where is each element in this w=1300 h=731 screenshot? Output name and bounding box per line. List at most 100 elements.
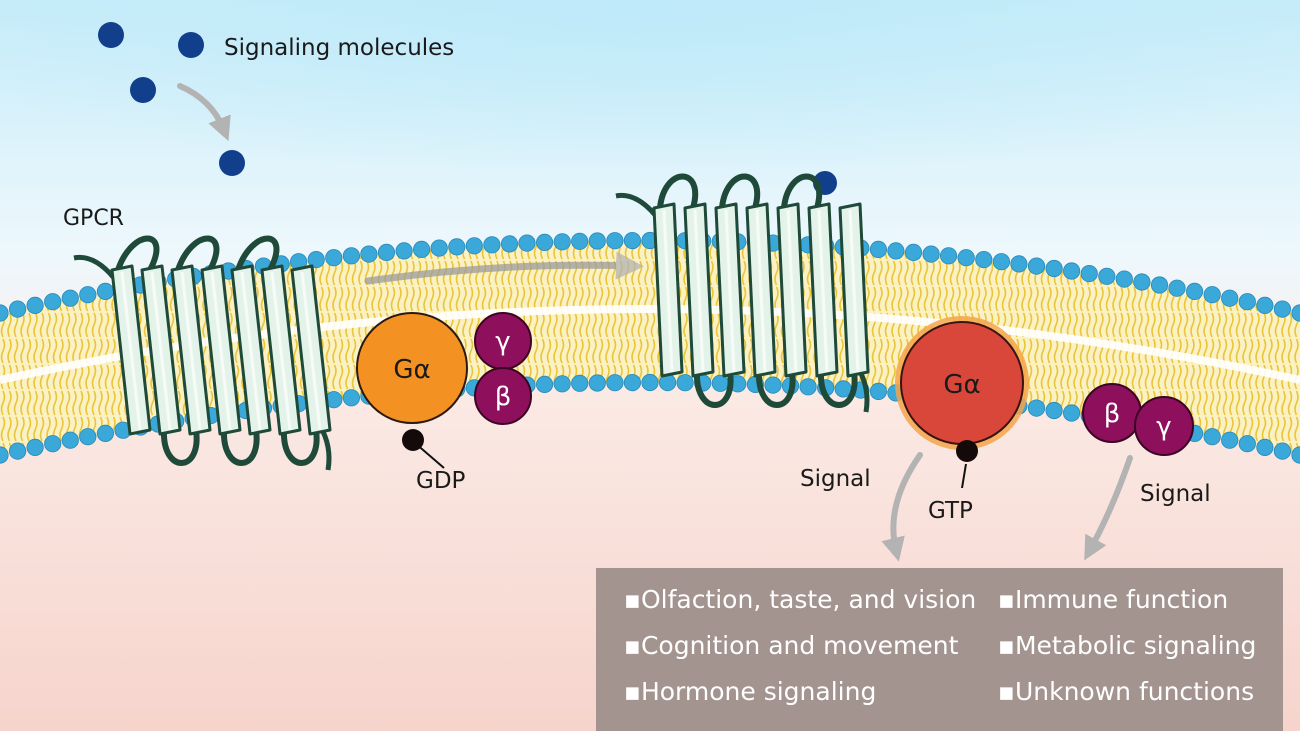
signal-label-alpha: Signal: [800, 466, 871, 492]
lipid-head: [342, 389, 360, 407]
lipid-head: [764, 376, 782, 394]
lipid-head: [26, 438, 44, 456]
gdp-molecule: [402, 429, 424, 451]
lipid-head: [1238, 293, 1256, 311]
lipid-head: [1203, 286, 1221, 304]
lipid-head: [430, 239, 448, 257]
lipid-head: [1221, 431, 1239, 449]
lipid-head: [571, 374, 589, 392]
signal-arrow-beta-gamma: [1084, 455, 1133, 561]
receptor-loop: [657, 173, 698, 209]
lipid-head: [676, 374, 694, 392]
lipid-head: [1080, 264, 1098, 283]
lipid-head: [641, 373, 659, 392]
lipid-head: [1027, 257, 1046, 275]
lipid-head: [61, 431, 79, 449]
lipid-head: [1273, 442, 1292, 460]
lipid-head: [1063, 404, 1081, 422]
lipid-head: [553, 375, 571, 393]
lipid-head: [623, 232, 642, 250]
lipid-head: [44, 293, 62, 311]
lipid-head: [342, 247, 360, 265]
lipid-head: [869, 240, 888, 258]
function-item: ▪Cognition and movement: [624, 631, 959, 660]
lipid-head: [44, 435, 62, 453]
gamma-free-label: γ: [1156, 412, 1171, 442]
lipid-head: [377, 243, 396, 261]
signaling-molecule: [219, 150, 245, 176]
lipid-head: [465, 237, 483, 255]
receptor-loop: [160, 429, 200, 466]
lipid-head: [535, 233, 554, 251]
function-item: ▪Unknown functions: [998, 677, 1254, 706]
receptor-loop: [719, 173, 760, 209]
lipid-head: [1027, 399, 1046, 417]
gpcr-receptor-inactive: [73, 235, 332, 471]
lipid-head: [939, 247, 958, 265]
function-item: ▪Immune function: [998, 585, 1228, 614]
lipid-head: [1291, 304, 1300, 322]
signaling-molecules-label: Signaling molecules: [224, 35, 454, 61]
lipid-head: [588, 232, 606, 250]
lipid-head: [1133, 273, 1151, 291]
lipid-head: [0, 446, 9, 464]
lipid-head: [448, 238, 466, 256]
lipid-head: [975, 251, 993, 269]
gdp-label: GDP: [416, 468, 466, 494]
lipid-head: [1150, 276, 1169, 294]
receptor-loop: [693, 371, 734, 408]
lipid-head: [96, 282, 115, 300]
receptor-loop: [175, 235, 220, 272]
receptor-loop: [817, 371, 858, 408]
lipid-head: [1063, 262, 1081, 280]
lipid-head: [535, 375, 554, 393]
receptor-loop: [781, 173, 822, 209]
lipid-head: [26, 296, 44, 314]
functions-panel: ▪Olfaction, taste, and vision ▪Cognition…: [596, 568, 1283, 731]
signaling-molecule: [130, 77, 156, 103]
lipid-head: [307, 251, 325, 269]
lipid-head: [395, 242, 413, 260]
lipid-head: [904, 243, 923, 261]
lipid-head: [606, 374, 624, 392]
lipid-head: [711, 374, 729, 392]
lipid-head: [606, 232, 624, 250]
lipid-head: [79, 286, 97, 304]
receptor-loop: [280, 429, 320, 466]
lipid-head: [96, 424, 115, 442]
gamma-label: γ: [495, 327, 510, 357]
g-protein-inactive: Gα γ β: [356, 312, 532, 469]
lipid-head: [79, 428, 97, 446]
lipid-head: [412, 240, 431, 258]
lipid-head: [1098, 267, 1116, 285]
function-item: ▪Olfaction, taste, and vision: [624, 585, 976, 614]
signaling-molecule: [178, 32, 204, 58]
g-alpha-active: Gα: [895, 316, 1029, 489]
gpcr-receptor-active: [615, 173, 870, 413]
lipid-head: [1045, 401, 1063, 420]
lipid-head: [1115, 270, 1133, 288]
beta-free-label: β: [1104, 399, 1121, 429]
lipid-head: [1238, 435, 1256, 453]
lipid-head: [325, 249, 343, 267]
signaling-molecule: [98, 22, 124, 48]
lipid-head: [360, 245, 378, 263]
lipid-head: [1291, 446, 1300, 464]
signaling-molecules: [98, 22, 837, 195]
signal-label-beta-gamma: Signal: [1140, 481, 1211, 507]
beta-gamma-dimer: β γ: [1082, 383, 1194, 456]
g-alpha-active-label: Gα: [943, 370, 980, 400]
beta-subunit: [474, 367, 532, 425]
gtp-label: GTP: [928, 498, 973, 524]
lipid-head: [1256, 438, 1274, 456]
functions-panel-background: [596, 568, 1283, 731]
gtp-molecule: [956, 440, 978, 462]
lipid-head: [869, 382, 888, 400]
g-alpha-label: Gα: [393, 355, 430, 385]
lipid-head: [1010, 255, 1028, 273]
signal-arrow-alpha: [881, 452, 923, 562]
gpcr-label: GPCR: [63, 206, 124, 231]
receptor-loop: [755, 371, 796, 408]
lipid-head: [1203, 428, 1221, 446]
